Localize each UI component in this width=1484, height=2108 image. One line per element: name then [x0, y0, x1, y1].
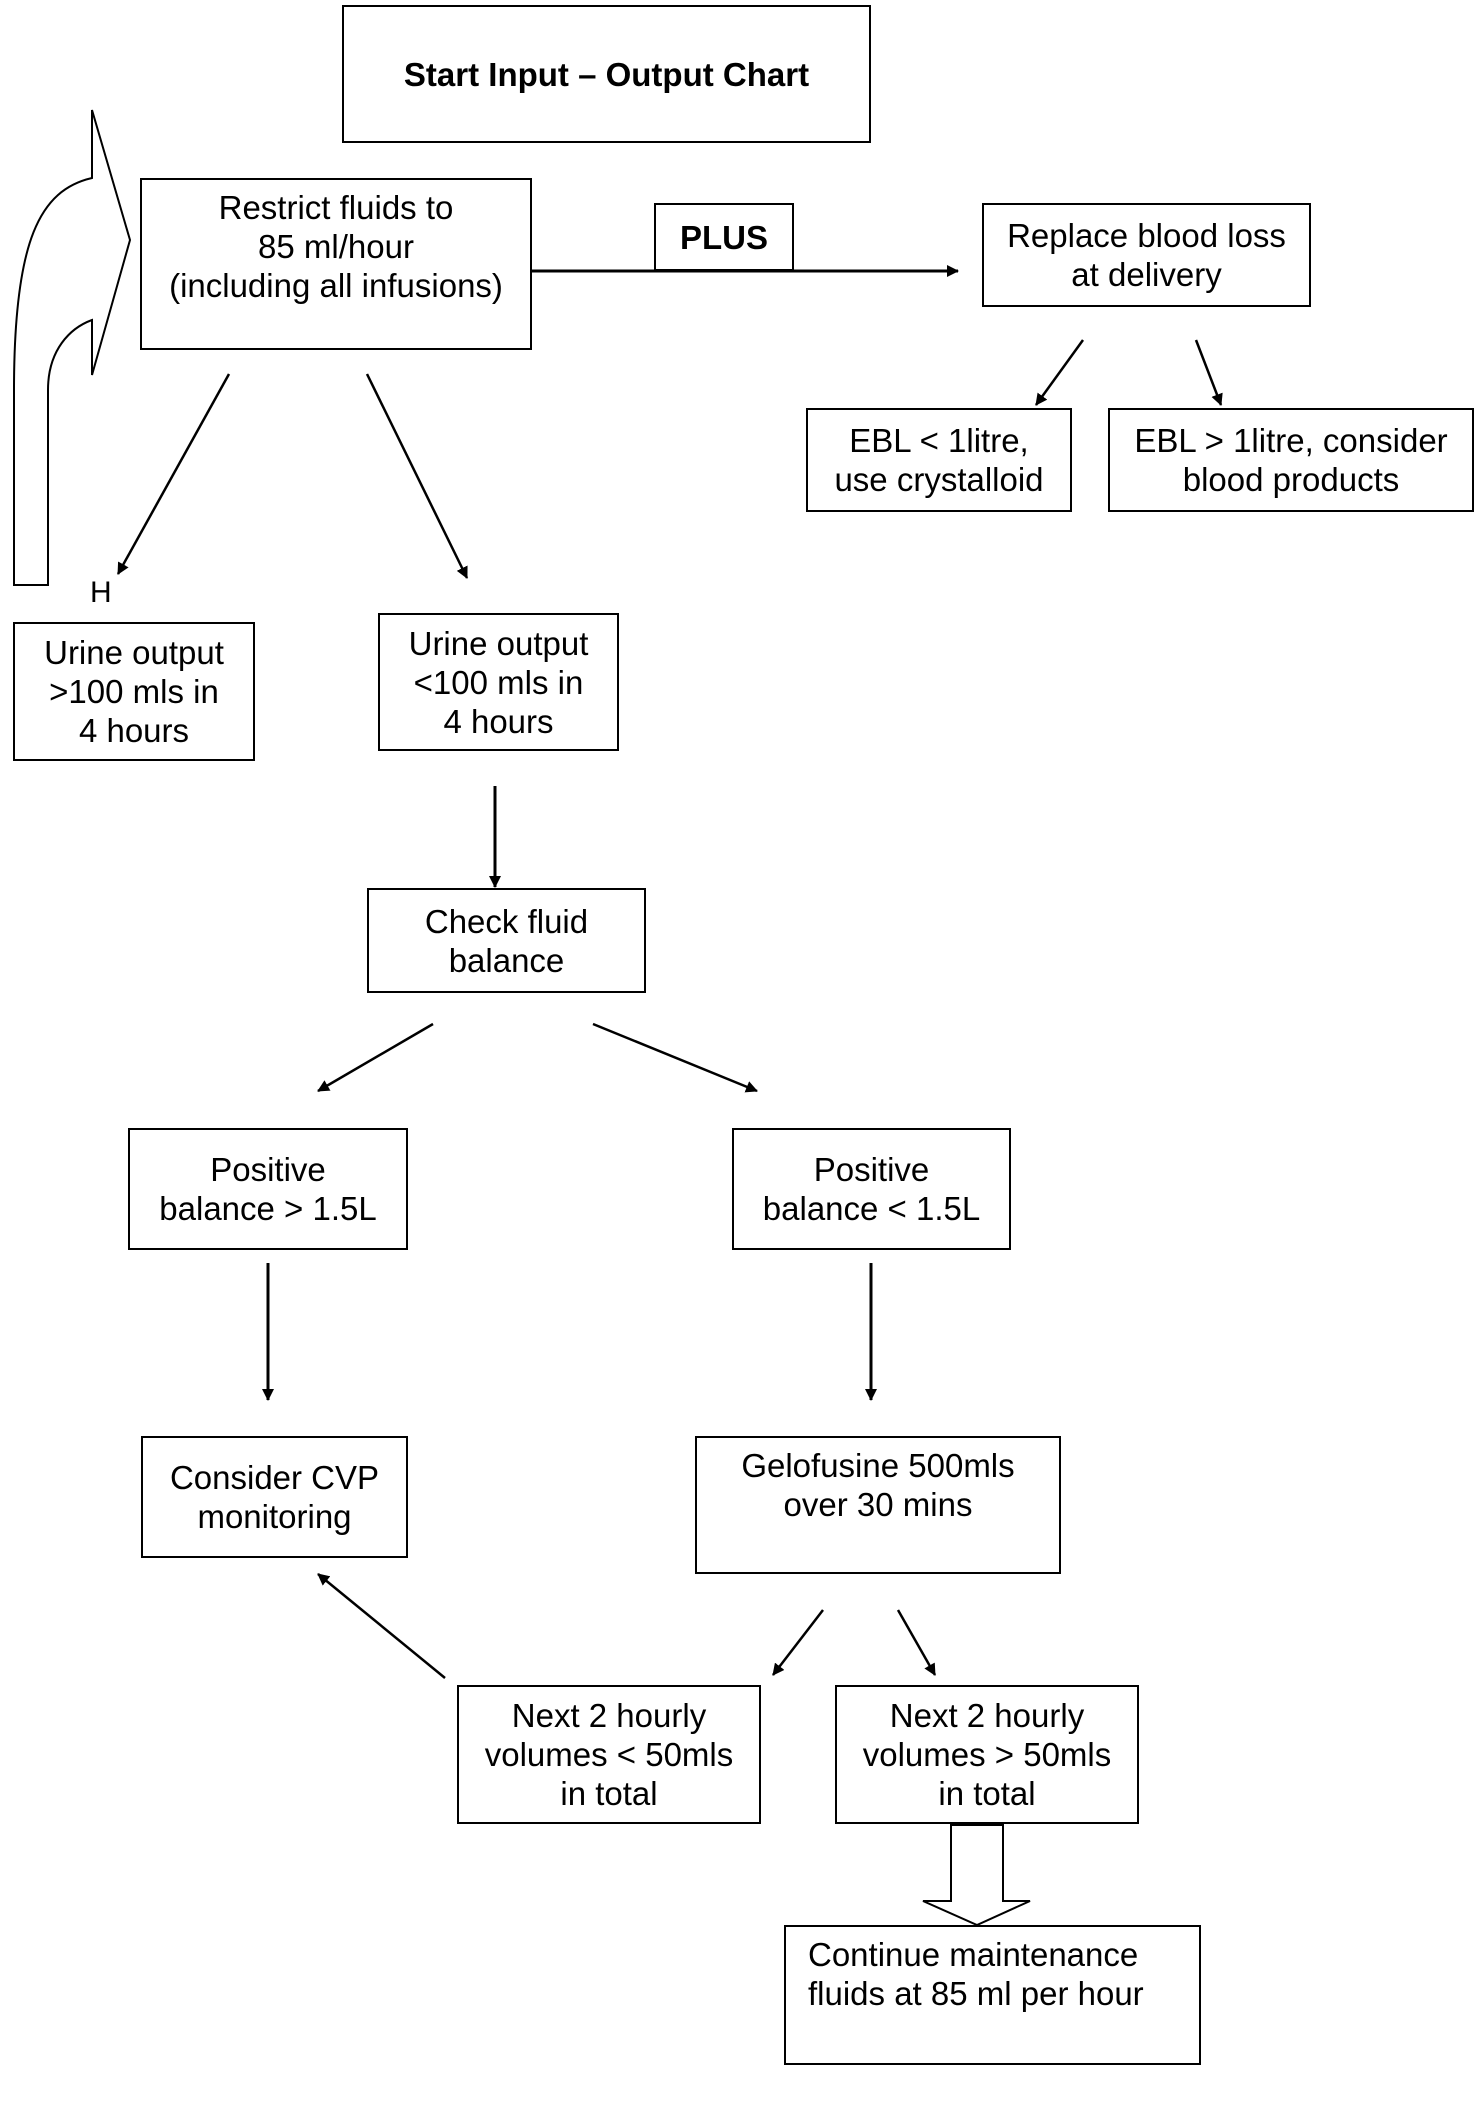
arrow-gelo-to-next-high: [896, 1609, 937, 1676]
continue-maintenance-box: Continue maintenance fluids at 85 ml per…: [784, 1925, 1201, 2065]
h-mark-label: H: [90, 576, 112, 609]
start-box: Start Input – Output Chart: [342, 5, 871, 143]
arrow-replace-to-ebl-low: [1034, 339, 1085, 406]
arrow-next-low-to-cvp: [317, 1573, 446, 1679]
arrow-gelo-to-next-low: [772, 1609, 824, 1676]
arrow-check-to-pos-high: [317, 1022, 434, 1093]
block-arrow-next-high-to-continue: [922, 1824, 1031, 1927]
plus-label-box: PLUS: [654, 203, 794, 271]
restrict-fluids-box: Restrict fluids to 85 ml/hour (including…: [140, 178, 532, 350]
gelofusine-box: Gelofusine 500mls over 30 mins: [695, 1436, 1061, 1574]
arrow-restrict-to-urine-high: [116, 373, 231, 575]
ebl-high-box: EBL > 1litre, consider blood products: [1108, 408, 1474, 512]
arrow-replace-to-ebl-high: [1194, 339, 1223, 406]
next-hourly-high-box: Next 2 hourly volumes > 50mls in total: [835, 1685, 1139, 1824]
arrow-check-to-pos-low: [592, 1022, 758, 1093]
replace-blood-loss-box: Replace blood loss at delivery: [982, 203, 1311, 307]
arrow-restrict-to-urine-low: [365, 373, 469, 579]
ebl-low-box: EBL < 1litre, use crystalloid: [806, 408, 1072, 512]
urine-output-low-box: Urine output <100 mls in 4 hours: [378, 613, 619, 751]
loop-back-arrow: [13, 109, 132, 586]
next-hourly-low-box: Next 2 hourly volumes < 50mls in total: [457, 1685, 761, 1824]
consider-cvp-box: Consider CVP monitoring: [141, 1436, 408, 1558]
check-fluid-balance-box: Check fluid balance: [367, 888, 646, 993]
urine-output-high-box: Urine output >100 mls in 4 hours: [13, 622, 255, 761]
positive-balance-high-box: Positive balance > 1.5L: [128, 1128, 408, 1250]
positive-balance-low-box: Positive balance < 1.5L: [732, 1128, 1011, 1250]
